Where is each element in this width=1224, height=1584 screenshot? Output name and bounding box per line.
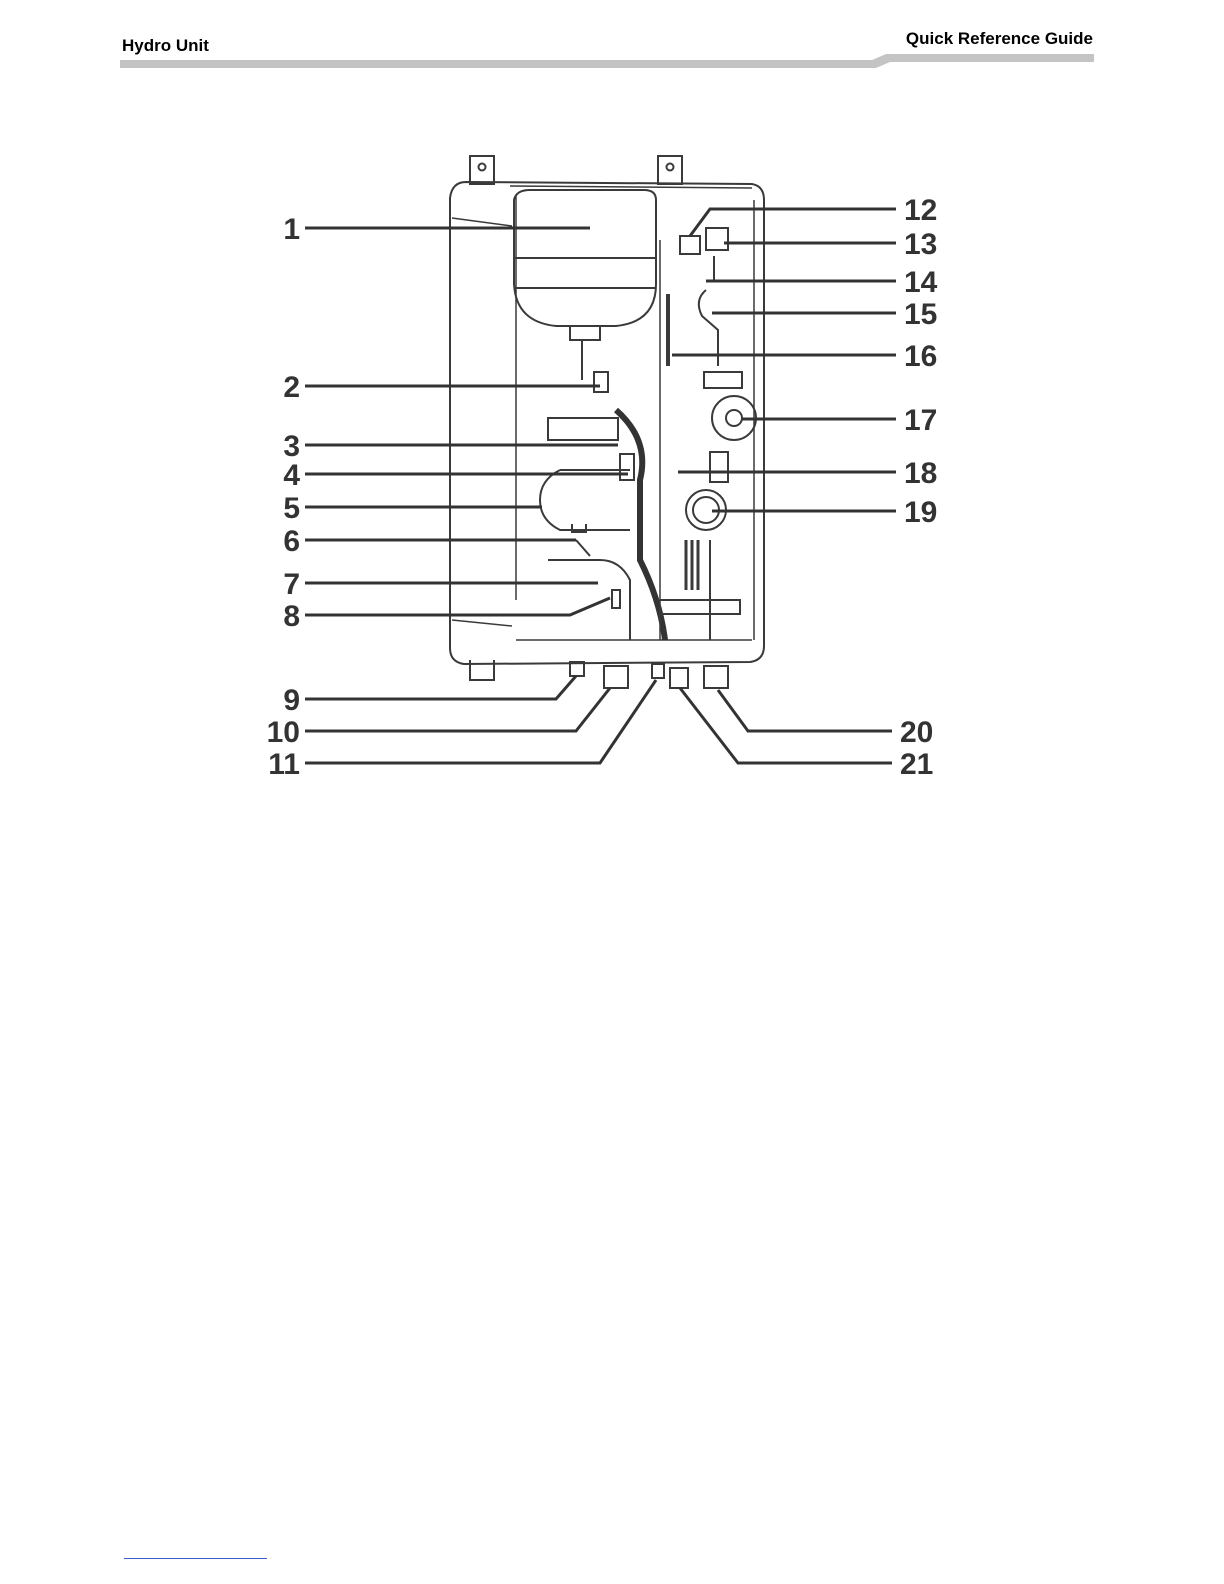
footer-link-underline	[124, 1558, 267, 1559]
callout-18: 18	[904, 457, 937, 490]
callout-2: 2	[283, 371, 300, 404]
callout-4: 4	[283, 459, 300, 492]
hydro-unit-diagram: 1 2 3 4 5 6 7 8 9 10 11 12 13 14 15 16 1…	[0, 0, 1224, 820]
callout-19: 19	[904, 496, 937, 529]
callout-leaders	[305, 209, 896, 763]
callout-13: 13	[904, 228, 937, 261]
callout-16: 16	[904, 340, 937, 373]
callout-11: 11	[268, 748, 300, 781]
callout-21: 21	[900, 748, 933, 781]
callout-9: 9	[283, 684, 300, 717]
callout-10: 10	[267, 716, 300, 749]
callout-8: 8	[283, 600, 300, 633]
callout-14: 14	[904, 266, 938, 299]
callout-1: 1	[283, 213, 300, 246]
unit-casing	[450, 182, 764, 664]
callout-6: 6	[283, 525, 300, 558]
bottom-fittings	[570, 662, 728, 688]
callout-5: 5	[283, 492, 300, 525]
callout-12: 12	[904, 194, 937, 227]
right-pipework	[660, 228, 756, 640]
callout-7: 7	[283, 568, 300, 601]
callout-15: 15	[904, 298, 937, 331]
callout-17: 17	[904, 404, 937, 437]
callout-20: 20	[900, 716, 933, 749]
expansion-vessel	[514, 190, 656, 340]
